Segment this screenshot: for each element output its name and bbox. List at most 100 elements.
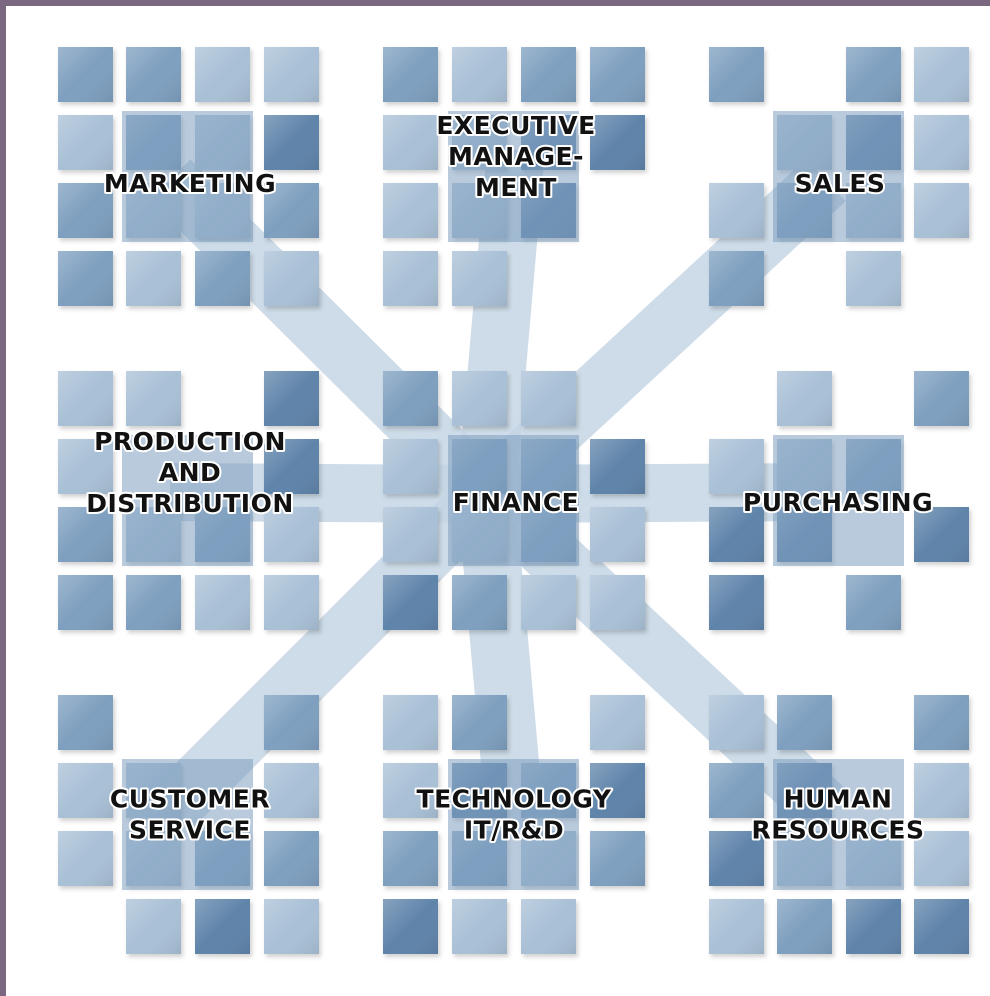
tile-sheen <box>58 47 113 102</box>
dept-label-line: SALES <box>795 169 886 198</box>
tile <box>383 763 438 818</box>
tile-sheen <box>264 507 319 562</box>
tile-sheen <box>383 439 438 494</box>
dept-label-line: TECHNOLOGY <box>417 785 612 814</box>
tile-sheen <box>914 763 969 818</box>
tile-sheen <box>383 251 438 306</box>
tile-sheen <box>264 115 319 170</box>
tile <box>58 831 113 886</box>
tile-sheen <box>383 831 438 886</box>
tile-sheen <box>709 831 764 886</box>
tile-sheen <box>590 47 645 102</box>
tile-sheen <box>264 575 319 630</box>
tile <box>914 831 969 886</box>
tile <box>195 899 250 954</box>
tile <box>452 47 507 102</box>
tile-sheen <box>846 575 901 630</box>
tile <box>264 183 319 238</box>
block-center-panel <box>122 759 253 890</box>
tile <box>452 371 507 426</box>
tile-sheen <box>383 371 438 426</box>
tile-sheen <box>264 695 319 750</box>
tile-sheen <box>126 371 181 426</box>
tile <box>264 831 319 886</box>
tile-sheen <box>914 47 969 102</box>
tile <box>914 371 969 426</box>
tile-sheen <box>58 115 113 170</box>
tile <box>383 251 438 306</box>
tile <box>914 763 969 818</box>
tile <box>126 899 181 954</box>
tile-sheen <box>58 507 113 562</box>
dept-label-line: FINANCE <box>453 488 580 517</box>
tile <box>590 575 645 630</box>
tile <box>590 507 645 562</box>
dept-label-line: EXECUTIVE <box>436 111 595 140</box>
tile <box>709 763 764 818</box>
dept-label-line: PRODUCTION <box>94 427 286 456</box>
dept-label-line: HUMAN <box>784 785 893 814</box>
tile-sheen <box>590 575 645 630</box>
tile-sheen <box>383 575 438 630</box>
tile <box>383 899 438 954</box>
tile <box>126 371 181 426</box>
tile-sheen <box>126 47 181 102</box>
tile <box>264 575 319 630</box>
tile <box>264 899 319 954</box>
tile-sheen <box>709 899 764 954</box>
tile <box>452 695 507 750</box>
tile-sheen <box>264 47 319 102</box>
dept-label-line: SERVICE <box>129 816 251 845</box>
tile <box>195 251 250 306</box>
tile-sheen <box>264 371 319 426</box>
tile <box>264 507 319 562</box>
tile <box>709 251 764 306</box>
tile-sheen <box>58 371 113 426</box>
tile-sheen <box>452 575 507 630</box>
tile <box>914 695 969 750</box>
tile <box>590 439 645 494</box>
tile-sheen <box>126 575 181 630</box>
tile-sheen <box>264 763 319 818</box>
tile-sheen <box>914 183 969 238</box>
tile-sheen <box>709 183 764 238</box>
tile-sheen <box>195 899 250 954</box>
tile <box>521 575 576 630</box>
tile <box>709 183 764 238</box>
tile-sheen <box>195 251 250 306</box>
tile <box>709 831 764 886</box>
tile-sheen <box>195 47 250 102</box>
tile <box>521 371 576 426</box>
tile <box>709 695 764 750</box>
tile <box>195 47 250 102</box>
tile-sheen <box>452 47 507 102</box>
block-center-panel <box>773 435 904 566</box>
tile-sheen <box>383 695 438 750</box>
dept-label-finance: FINANCE <box>453 488 580 517</box>
dept-label-line: MARKETING <box>104 169 276 198</box>
tile <box>58 115 113 170</box>
tile <box>383 575 438 630</box>
dept-label-line: AND <box>159 458 222 487</box>
tile-sheen <box>709 575 764 630</box>
dept-label-line: DISTRIBUTION <box>86 489 294 518</box>
block-center-panel <box>122 435 253 566</box>
tile <box>126 251 181 306</box>
tile <box>383 47 438 102</box>
block-center-panel <box>773 111 904 242</box>
tile <box>709 899 764 954</box>
tile <box>709 507 764 562</box>
block-center-panel <box>448 759 579 890</box>
tile <box>264 115 319 170</box>
tile-sheen <box>521 371 576 426</box>
tile-layer <box>58 47 969 954</box>
tile-sheen <box>914 695 969 750</box>
tile <box>264 371 319 426</box>
block-center-panel <box>448 111 579 242</box>
tile <box>590 47 645 102</box>
tile-sheen <box>58 251 113 306</box>
tile-sheen <box>264 831 319 886</box>
